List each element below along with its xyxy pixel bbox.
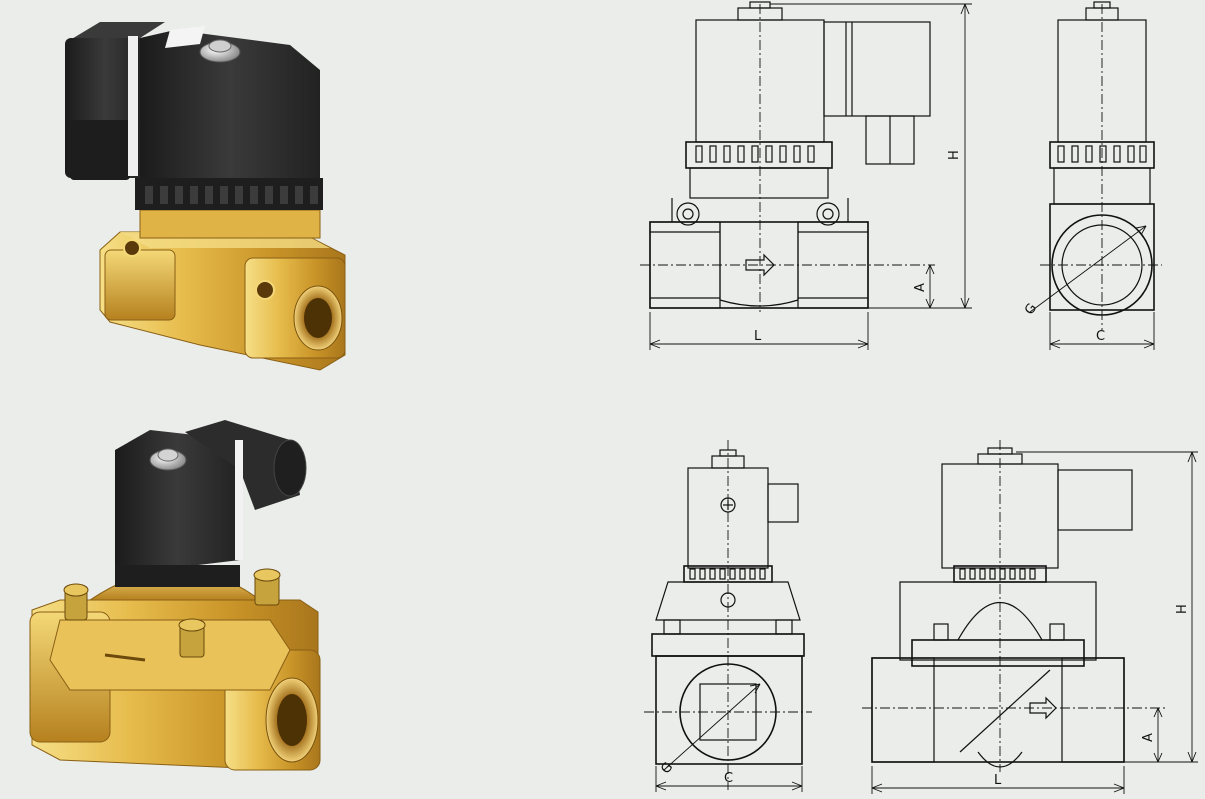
- drawing-top-front: L H A: [640, 1, 972, 350]
- dimension-label-width: C: [724, 771, 733, 786]
- dimension-label-length: L: [754, 329, 762, 344]
- valve-photo-top: [65, 22, 346, 371]
- drawing-bottom-front: L H A: [862, 440, 1198, 794]
- drawing-bottom-side: G C: [644, 440, 812, 792]
- dimension-label-height: H: [1175, 604, 1190, 614]
- drawing-top-side: G C: [1022, 1, 1162, 350]
- dimension-label-width: C: [1096, 329, 1105, 344]
- dimension-label-offset: A: [1141, 733, 1156, 742]
- dimension-label-offset: A: [913, 283, 928, 292]
- valve-photo-bottom: [29, 420, 321, 771]
- dimension-label-height: H: [947, 150, 962, 160]
- dimension-label-length: L: [994, 773, 1002, 788]
- dimension-label-thread: G: [1022, 301, 1040, 318]
- dimension-label-thread: G: [658, 760, 676, 777]
